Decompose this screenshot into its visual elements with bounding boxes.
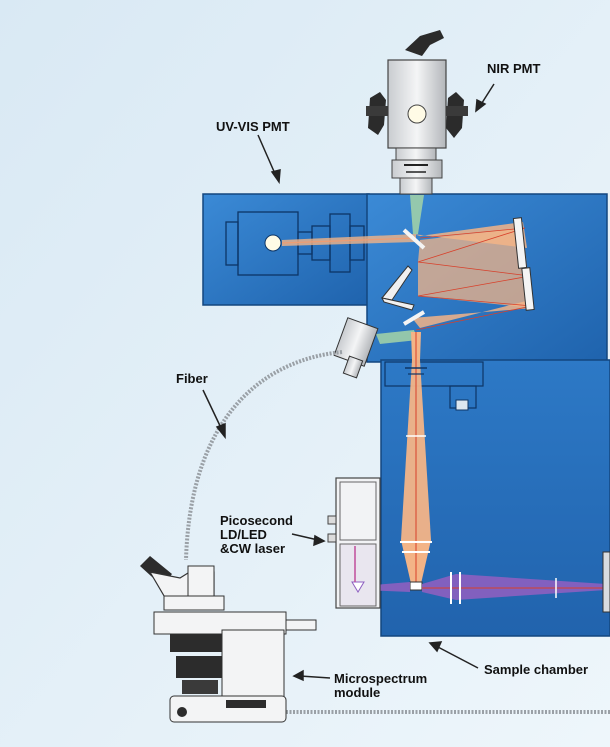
microspectrum-label: Microspectrum module (334, 672, 427, 700)
sample-beam (362, 332, 610, 613)
uv-vis-pmt-housing (202, 193, 370, 306)
fiber-cable (184, 350, 343, 561)
laser-label-line-2: LD/LED (220, 527, 267, 542)
nir-pmt-housing (366, 30, 468, 195)
laser-label-line-3: &CW laser (220, 541, 286, 556)
laser-module (327, 477, 381, 609)
fiber-coupler (333, 317, 379, 379)
uv-vis-pmt-label: UV-VIS PMT (216, 119, 290, 134)
laser-label: Picosecond LD/LED &CW laser (220, 514, 293, 556)
fiber-label: Fiber (176, 371, 208, 386)
callout-arrows (202, 83, 495, 682)
nir-pmt-label: NIR PMT (487, 61, 541, 76)
microspectrum-label-line-1: Microspectrum (334, 671, 428, 686)
sample-chamber-label: Sample chamber (484, 662, 589, 677)
laser-label-line-1: Picosecond (220, 513, 293, 528)
microspectrum-label-line-2: module (334, 685, 381, 700)
monochromator-beams (281, 195, 535, 344)
microscope (140, 556, 317, 723)
